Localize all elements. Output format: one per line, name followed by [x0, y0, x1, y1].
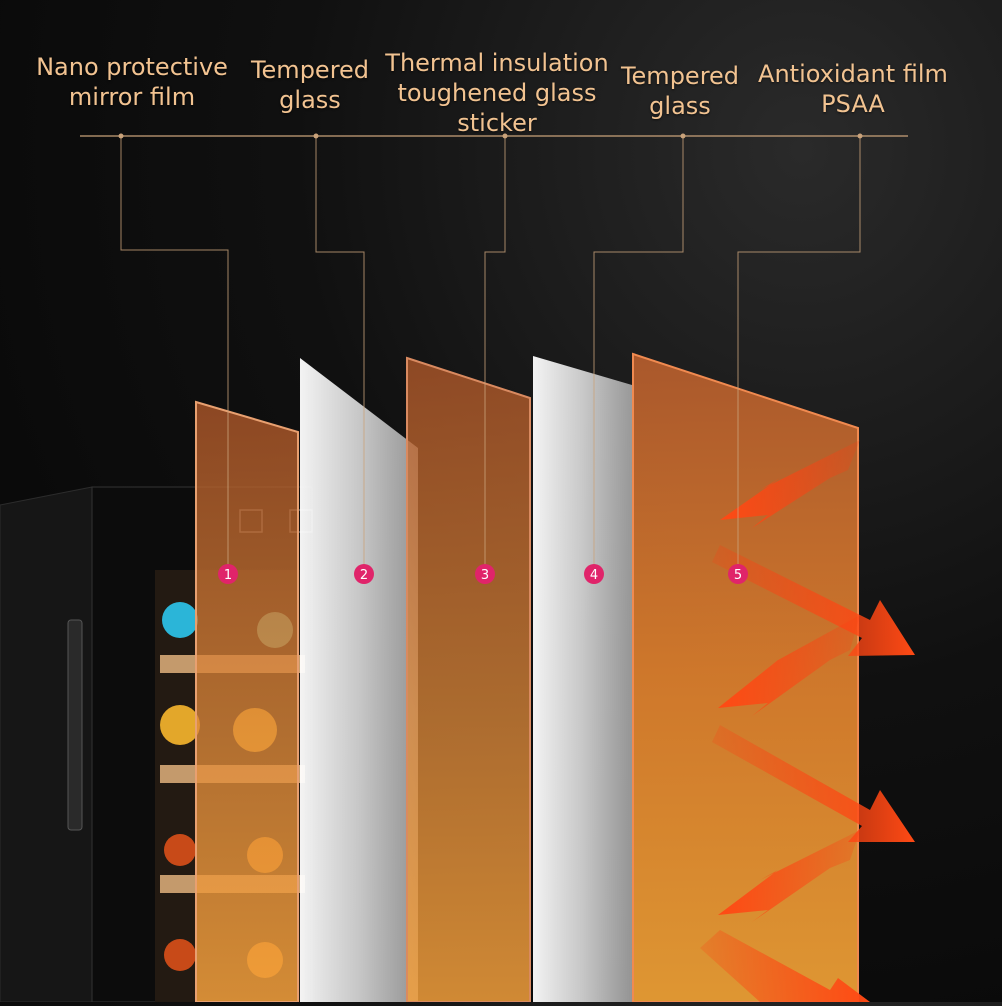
leader-line-5 [737, 136, 861, 574]
heat-arrow-out-icon [700, 930, 870, 1002]
label-layer-5: Antioxidant film PSAA [758, 59, 948, 119]
heat-arrow-in-icon [718, 830, 860, 922]
heat-arrow-out-icon [712, 725, 915, 842]
layer-marker-number: 2 [360, 568, 368, 583]
leader-anchor-dot [313, 133, 319, 139]
bottle-cap-icon [164, 834, 196, 866]
leader-line-1 [120, 136, 229, 574]
layer-marker-5 [728, 564, 748, 584]
leader-anchor-dot [680, 133, 686, 139]
layer-marker-number: 3 [481, 568, 489, 583]
layer-marker-3 [475, 564, 495, 584]
glass-panels [195, 352, 859, 1003]
layer-marker-4 [584, 564, 604, 584]
door-handle [67, 619, 83, 831]
leader-anchor-dot [857, 133, 863, 139]
layer-marker-1 [218, 564, 238, 584]
label-line: PSAA [821, 90, 885, 118]
leader-anchor-dot [118, 133, 124, 139]
label-line: Tempered [620, 62, 740, 90]
leader-line-2 [315, 136, 365, 574]
label-line: glass [649, 92, 711, 120]
bottle-cap-icon [164, 939, 196, 971]
bottle-cap-icon [162, 602, 198, 638]
label-line: toughened glass [397, 79, 597, 107]
label-layer-3: Thermal insulation toughened glass stick… [385, 48, 608, 138]
label-line: Thermal insulation [385, 49, 609, 77]
layer-marker-number: 4 [590, 568, 598, 583]
label-line: sticker [457, 109, 537, 137]
label-line: mirror film [68, 83, 196, 111]
label-layer-4: Tempered glass [621, 61, 739, 121]
label-line: Nano protective [36, 53, 228, 81]
layer-marker-2 [354, 564, 374, 584]
bottle-cap-icon [160, 705, 200, 745]
heat-arrows [700, 440, 915, 1002]
label-line: glass [279, 86, 341, 114]
heat-arrow-in-icon [720, 440, 860, 528]
heat-arrow-out-icon [712, 545, 915, 656]
layer-markers: 1 2 3 4 5 [218, 564, 748, 584]
leader-anchor-dot [502, 133, 508, 139]
panel-3-thermal-sticker [406, 356, 531, 1003]
layer-marker-number: 1 [224, 568, 232, 583]
layer-marker-number: 5 [734, 568, 742, 583]
panel-1-nano-film [195, 400, 299, 1003]
leader-lines [118, 133, 863, 574]
leader-line-4 [593, 136, 684, 574]
label-line: Antioxidant film [758, 60, 948, 88]
panel-2-tempered-glass [300, 358, 418, 1002]
heat-arrow-in-icon [718, 615, 860, 716]
leader-line-3 [484, 136, 506, 574]
label-layer-2: Tempered glass [251, 55, 369, 115]
panel-4-tempered-glass [533, 356, 632, 1002]
label-line: Tempered [250, 56, 370, 84]
label-layer-1: Nano protective mirror film [36, 52, 228, 112]
